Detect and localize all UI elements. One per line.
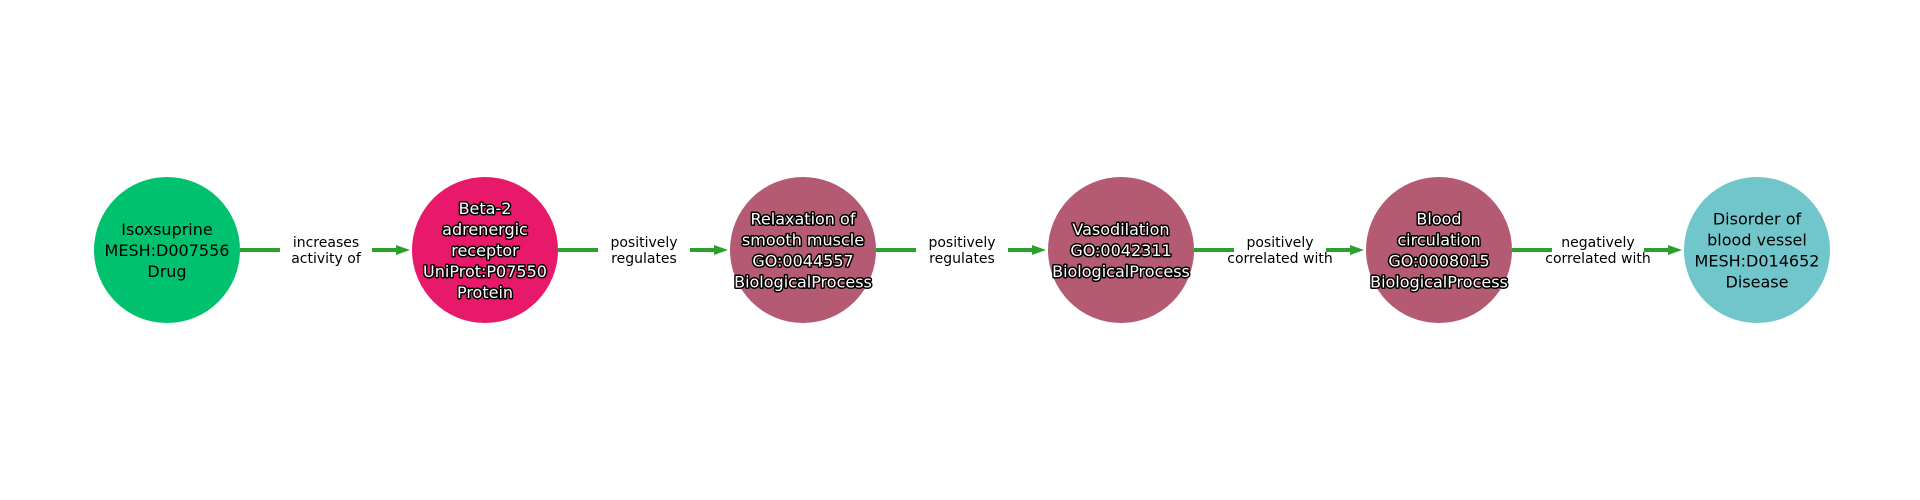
node-label-line: circulation <box>1397 231 1480 250</box>
edge-label-line: regulates <box>611 251 677 267</box>
node-label-line: Disorder of <box>1713 210 1802 229</box>
node-label-line: Blood <box>1416 210 1461 229</box>
edge-label-line: positively <box>1246 235 1313 251</box>
node-circle <box>730 177 876 323</box>
node-circle <box>1684 177 1830 323</box>
node-label-line: Disease <box>1726 273 1789 292</box>
node-label-line: Protein <box>457 283 513 302</box>
edge-label-line: correlated with <box>1545 251 1650 267</box>
node-label-line: BiologicalProcess <box>1370 273 1508 292</box>
node-blood-vessel-disorder[interactable]: Disorder of blood vesselMESH:D014652Disea… <box>1684 177 1830 323</box>
edge-label-line: positively <box>610 235 677 251</box>
node-label-line: receptor <box>451 241 519 260</box>
edge-label-line: increases <box>293 235 359 251</box>
node-circle <box>412 177 558 323</box>
edge-label-line: positively <box>928 235 995 251</box>
edge-label-line: correlated with <box>1227 251 1332 267</box>
node-label-line: blood vessel <box>1707 231 1807 250</box>
arrowhead <box>1032 245 1046 255</box>
arrowhead <box>1668 245 1682 255</box>
node-label-line: GO:0044557 <box>752 252 853 271</box>
node-label-line: smooth muscle <box>742 231 864 250</box>
arrowhead <box>396 245 410 255</box>
node-circle <box>1048 177 1194 323</box>
edge-label-line: regulates <box>929 251 995 267</box>
node-label-line: MESH:D007556 <box>105 241 230 260</box>
edge-label-line: activity of <box>291 251 362 267</box>
arrowhead <box>1350 245 1364 255</box>
node-label-line: BiologicalProcess <box>1052 262 1190 281</box>
node-circle <box>1366 177 1512 323</box>
arrowhead <box>714 245 728 255</box>
node-label-line: Relaxation of <box>751 210 856 229</box>
node-label-line: Vasodilation <box>1072 220 1169 239</box>
node-beta2-receptor[interactable]: Beta-2 adrenergic receptorUniProt:P07550Pr… <box>412 177 558 323</box>
node-label-line: BiologicalProcess <box>734 273 872 292</box>
node-label-line: MESH:D014652 <box>1695 252 1820 271</box>
node-circle <box>94 177 240 323</box>
node-label-line: UniProt:P07550 <box>423 262 547 281</box>
node-label-line: GO:0008015 <box>1388 252 1489 271</box>
node-label-line: adrenergic <box>442 220 528 239</box>
node-blood-circulation[interactable]: Blood circulationGO:0008015BiologicalProc… <box>1366 177 1512 323</box>
node-smooth-muscle-relaxation[interactable]: Relaxation of smooth muscleGO:0044557Biol… <box>730 177 876 323</box>
node-label-line: Isoxsuprine <box>121 220 212 239</box>
edge-label-line: negatively <box>1561 235 1634 251</box>
node-label-line: GO:0042311 <box>1070 241 1171 260</box>
node-label-line: Drug <box>147 262 186 281</box>
node-label-line: Beta-2 <box>459 199 512 218</box>
